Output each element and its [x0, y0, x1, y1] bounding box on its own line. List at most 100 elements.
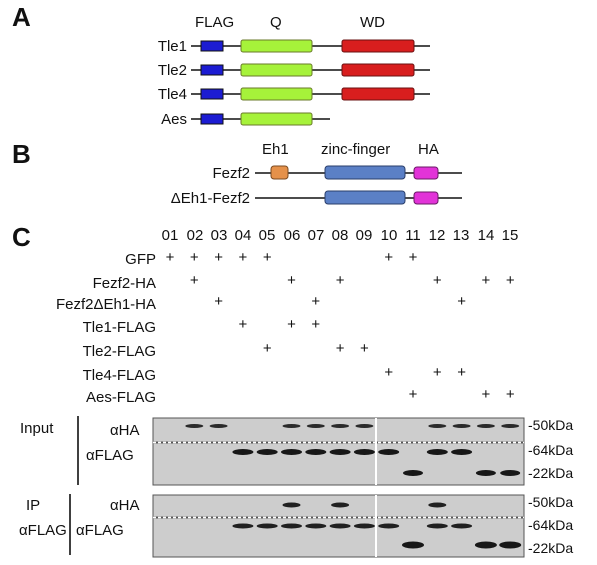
row-label-tle2-flag: Tle2-FLAG [83, 343, 156, 360]
band [474, 541, 497, 549]
construct-name: Tle1 [158, 38, 187, 55]
band [305, 523, 327, 529]
condition-row-labels: GFP Fezf2-HA Fezf2ΔEh1-HA Tle1-FLAG Tle2… [56, 251, 156, 406]
marker-50kda: -50kDa [528, 417, 573, 433]
band [378, 523, 400, 529]
lane-number: 13 [453, 227, 470, 244]
marker-22kda: -22kDa [528, 540, 573, 556]
input-ha-strip [152, 417, 525, 443]
zinc-finger-domain [324, 165, 406, 180]
plus-mark: + [263, 249, 272, 266]
construct-tle2: Tle2 [158, 62, 430, 79]
band [402, 541, 424, 549]
plus-mark: + [263, 340, 272, 357]
construct-aes: Aes [161, 111, 330, 128]
domain-label-wd: WD [360, 14, 385, 31]
lane-number: 14 [478, 227, 495, 244]
construct-tle1: Tle1 [158, 38, 430, 55]
domain-label-ha: HA [418, 141, 439, 158]
domain-label-q: Q [270, 14, 282, 31]
ip-label: IP [26, 497, 40, 514]
lane-number: 09 [356, 227, 373, 244]
marker-50kda: -50kDa [528, 494, 573, 510]
lane-number: 10 [381, 227, 398, 244]
eh1-domain [270, 165, 289, 180]
plus-mark: + [166, 249, 175, 266]
plus-mark: + [506, 272, 515, 289]
band [428, 424, 447, 428]
plus-mark: + [482, 386, 491, 403]
plus-mark: + [433, 364, 442, 381]
plus-mark: + [336, 340, 345, 357]
band [305, 449, 327, 455]
antibody-label-ha: αHA [110, 497, 140, 514]
row-label-tle1-flag: Tle1-FLAG [83, 319, 156, 336]
plus-mark: + [287, 272, 296, 289]
band [426, 523, 448, 529]
plus-mark: + [457, 364, 466, 381]
lane-number: 11 [405, 227, 421, 244]
band [403, 470, 423, 476]
band [185, 424, 204, 428]
band [426, 449, 448, 455]
band [451, 523, 473, 529]
construct-delta-eh1-fezf2: ΔEh1-Fezf2 [171, 190, 462, 207]
plus-mark: + [239, 249, 248, 266]
band [501, 424, 520, 428]
ip-sub-label: αFLAG [19, 522, 67, 539]
lane-number: 01 [162, 227, 179, 244]
domain-label-zinc-finger: zinc-finger [321, 141, 390, 158]
plus-mark: + [239, 316, 248, 333]
construct-name: ΔEh1-Fezf2 [171, 190, 250, 207]
band [329, 523, 351, 529]
band [331, 424, 350, 428]
plus-mark: + [190, 272, 199, 289]
plus-mark: + [360, 340, 369, 357]
band [353, 523, 375, 529]
flag-domain [200, 40, 224, 52]
row-label-aes-flag: Aes-FLAG [86, 389, 156, 406]
lane-number: 15 [502, 227, 519, 244]
band [500, 470, 521, 476]
ha-domain [413, 166, 439, 180]
row-label-fezf2-delta-eh1-ha: Fezf2ΔEh1-HA [56, 296, 156, 313]
band [232, 523, 254, 529]
lane-number: 12 [429, 227, 446, 244]
band-marks [185, 424, 522, 549]
q-domain [240, 63, 313, 77]
band [353, 449, 375, 455]
band [476, 424, 495, 428]
plus-mark: + [409, 249, 418, 266]
q-domain [240, 87, 313, 101]
domain-label-eh1: Eh1 [262, 141, 289, 158]
construct-tle4: Tle4 [158, 86, 430, 103]
band [281, 449, 302, 455]
row-label-tle4-flag: Tle4-FLAG [83, 367, 156, 384]
lane-number: 06 [284, 227, 301, 244]
marker-22kda: -22kDa [528, 465, 573, 481]
row-label-fezf2-ha: Fezf2-HA [93, 275, 156, 292]
plus-mark: + [433, 272, 442, 289]
marker-64kda: -64kDa [528, 442, 573, 458]
band [256, 449, 278, 455]
band [475, 470, 496, 476]
ha-domain [413, 191, 439, 205]
wd-domain [341, 63, 415, 77]
band [256, 523, 278, 529]
band [451, 449, 473, 455]
plus-mark: + [384, 249, 393, 266]
wd-domain [341, 87, 415, 101]
plus-marks: ++++++++++++++++++++++++++++ [166, 249, 515, 403]
plus-mark: + [409, 386, 418, 403]
construct-name: Tle2 [158, 62, 187, 79]
construct-name: Fezf2 [212, 165, 250, 182]
q-domain [240, 112, 313, 126]
band [452, 424, 471, 428]
band [281, 523, 302, 529]
input-label: Input [20, 420, 54, 437]
plus-mark: + [190, 249, 199, 266]
flag-domain [200, 113, 224, 125]
construct-name: Tle4 [158, 86, 187, 103]
plus-mark: + [311, 316, 320, 333]
